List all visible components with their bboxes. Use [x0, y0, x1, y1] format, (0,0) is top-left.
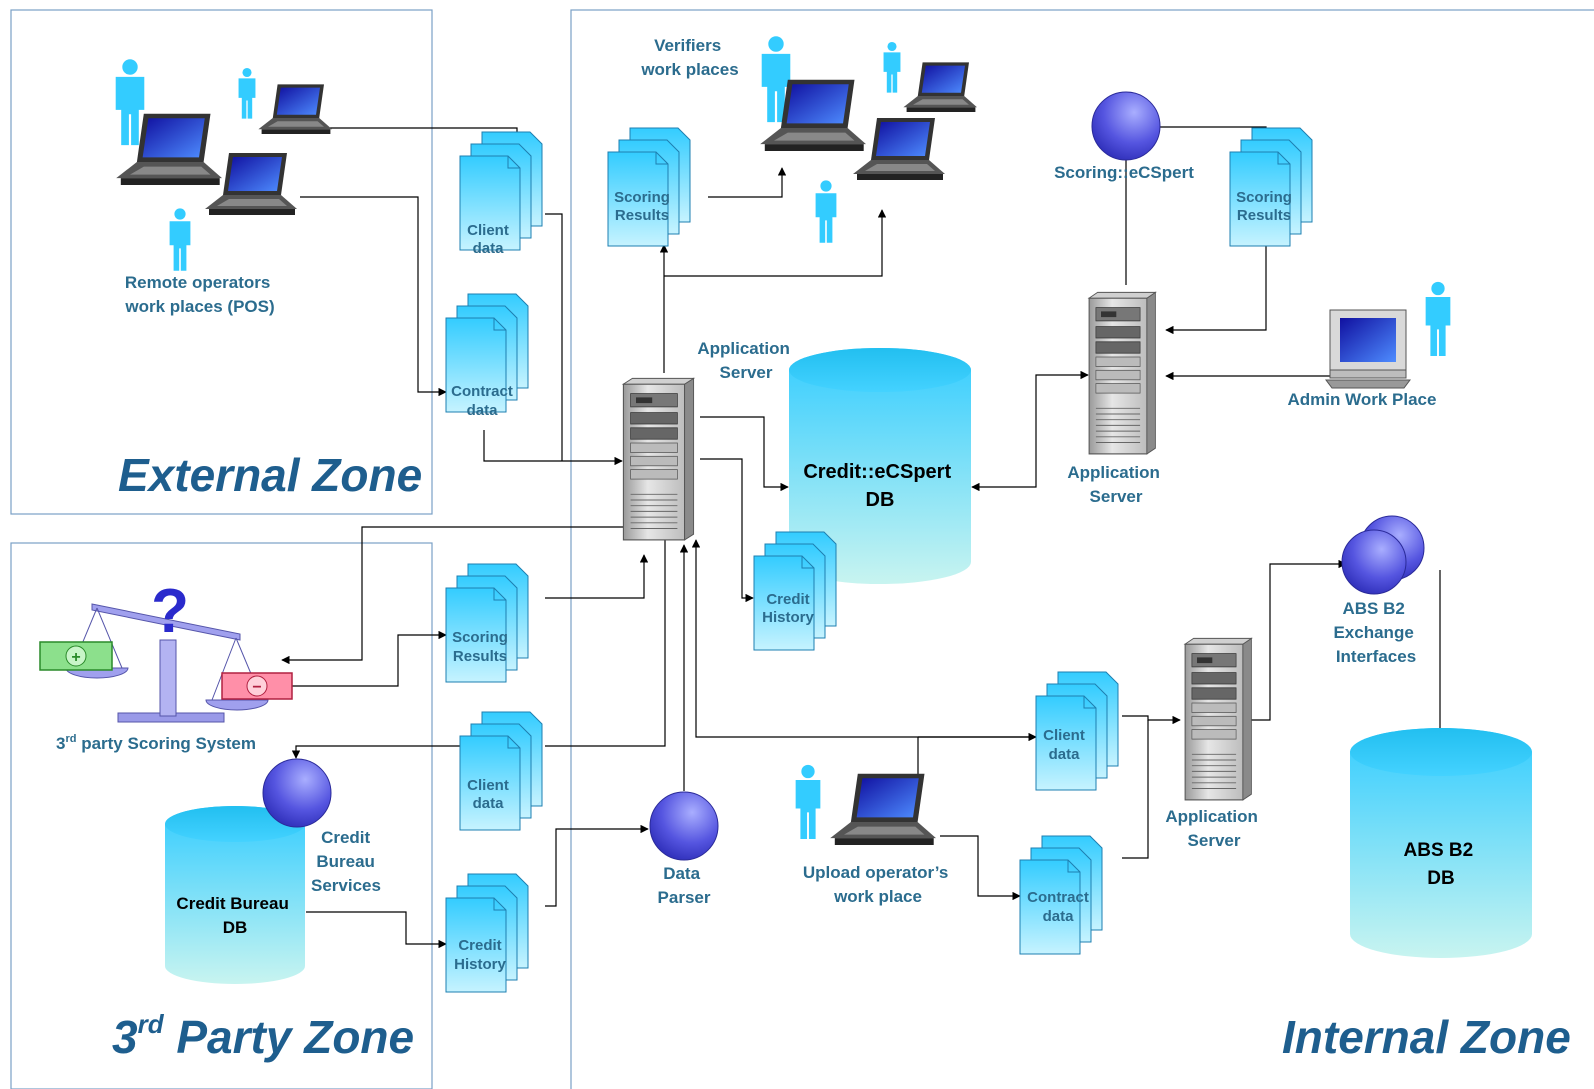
person-icon [238, 67, 256, 119]
document-stack-icon [459, 711, 543, 831]
abs-b2-db[interactable]: ABS B2 DB [1350, 728, 1532, 958]
server-icon [1184, 637, 1252, 801]
abs-exchange-label: ABS B2 Exchange Interfaces [1333, 599, 1418, 666]
external-zone-title: External Zone [118, 449, 422, 501]
money-plus-icon: + [39, 641, 113, 671]
database-icon [165, 806, 305, 984]
credit-bureau-services-label: Credit Bureau Services [311, 828, 381, 895]
money-minus-icon: − [221, 672, 293, 700]
person-icon [1425, 281, 1451, 356]
upload-operator-label: Upload operator’s work place [803, 863, 953, 906]
central-application-server[interactable]: Application Server [622, 339, 794, 541]
globe-icon [1341, 529, 1407, 595]
admin-work-place[interactable]: Admin Work Place [1288, 281, 1451, 409]
scoring-ecspert-service[interactable]: Scoring::eCSpert [1054, 91, 1194, 182]
server-icon [1088, 291, 1156, 455]
remote-operators-group: Remote operators work places (POS) [115, 59, 332, 316]
remote-operators-label: Remote operators work places (POS) [124, 273, 275, 316]
admin-label: Admin Work Place [1288, 390, 1437, 409]
person-icon [115, 59, 145, 146]
third-party-zone-title: 3rd Party Zone [112, 1009, 414, 1063]
person-icon [883, 41, 901, 93]
database-icon [789, 348, 971, 584]
lower-application-server[interactable]: Application Server [1165, 637, 1262, 850]
person-icon [815, 180, 837, 243]
person-icon [795, 764, 821, 839]
svg-text:Credit::eCSpert DB: Credit::eCSpert DB [803, 461, 956, 511]
data-parser[interactable]: Data Parser [649, 791, 719, 907]
svg-text:Credit Bureau DB: Credit Bureau DB [176, 894, 293, 937]
server-icon [622, 377, 695, 541]
laptop-icon [830, 773, 936, 845]
third-party-zone-border [10, 542, 433, 1089]
upload-operator-work-place[interactable]: Upload operator’s work place [795, 764, 953, 906]
verifiers-group: Verifiers work places [640, 36, 977, 243]
globe-icon [262, 758, 332, 828]
svg-text:−: − [252, 679, 261, 696]
svg-text:+: + [71, 649, 80, 666]
external-zone-border [10, 9, 433, 515]
globe-icon [649, 791, 719, 861]
internal-zone-title: Internal Zone [1282, 1011, 1571, 1063]
svg-text:?: ? [151, 577, 189, 646]
svg-text:ABS B2 DB: ABS B2 DB [1404, 840, 1479, 889]
right-server-label: Application Server [1067, 463, 1164, 506]
laptop-icon[interactable] [853, 118, 945, 180]
verifiers-label: Verifiers work places [640, 36, 738, 79]
document-stack-icon [445, 873, 529, 993]
third-party-scoring-label: 3rd party Scoring System [56, 733, 256, 753]
database-icon [1350, 728, 1532, 958]
document-stack-icon [1229, 127, 1313, 247]
globe-icon [1091, 91, 1161, 161]
credit-bureau-services[interactable]: Credit Bureau Services [262, 758, 381, 895]
data-parser-label: Data Parser [658, 864, 711, 907]
credit-ecspert-db[interactable]: Credit::eCSpert DB [789, 348, 971, 584]
third-party-scoring-system[interactable]: ? + − 3rd party Scoring System [39, 577, 293, 753]
document-stack-icon [607, 127, 691, 247]
laptop-icon[interactable] [258, 84, 332, 134]
credit-bureau-db[interactable]: Credit Bureau DB [165, 806, 305, 984]
scales-icon: ? + − [39, 577, 293, 723]
scoring-ecspert-label: Scoring::eCSpert [1054, 163, 1194, 182]
person-icon [169, 208, 191, 271]
lower-server-label: Application Server [1165, 807, 1262, 850]
abs-b2-exchange-interfaces[interactable]: ABS B2 Exchange Interfaces [1333, 515, 1425, 666]
internal-zone-border [570, 9, 1594, 1089]
central-server-label: Application Server [697, 339, 794, 382]
laptop-icon[interactable] [903, 62, 977, 112]
desktop-icon [1325, 309, 1411, 389]
right-application-server[interactable]: Application Server [1067, 291, 1164, 506]
